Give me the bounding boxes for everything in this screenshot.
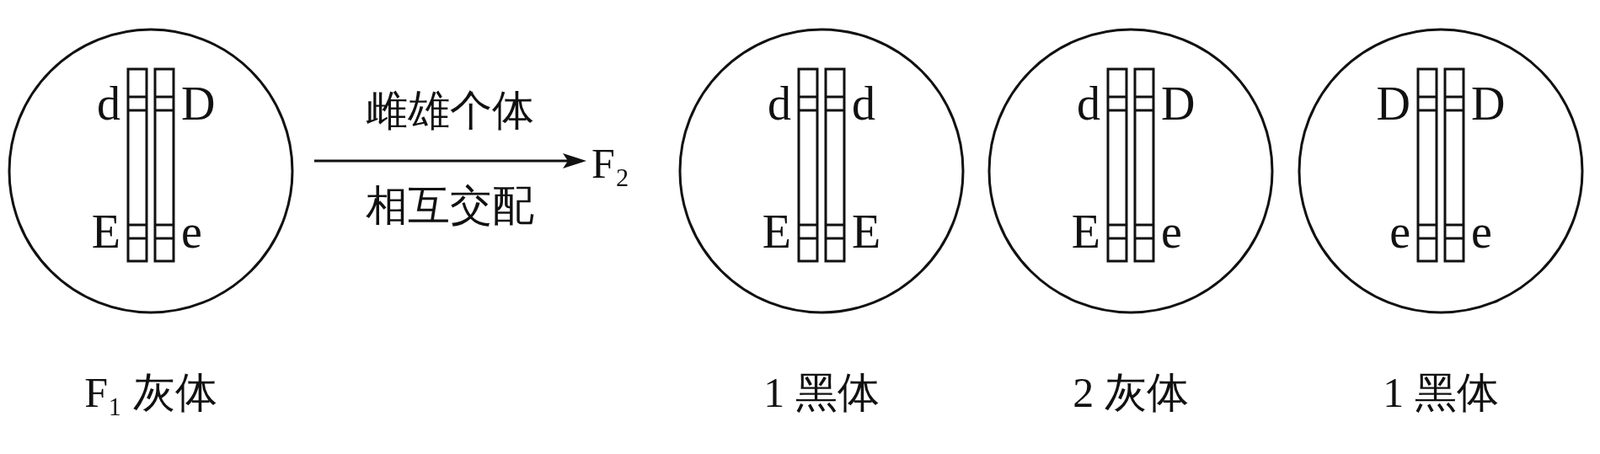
allele-label: E bbox=[762, 208, 792, 256]
arrow-head bbox=[562, 153, 587, 169]
phenotype-caption: 1 黑体 bbox=[763, 371, 880, 414]
allele-label: D bbox=[1376, 80, 1411, 128]
cross-arrow bbox=[314, 160, 573, 163]
cell-circle: DDee1 黑体 bbox=[1297, 27, 1584, 315]
arrow-label: 雌雄个体 bbox=[365, 89, 535, 132]
allele-label: D bbox=[181, 80, 215, 128]
circle-outline bbox=[7, 27, 295, 315]
chromosome-pair bbox=[1107, 69, 1154, 262]
allele-label: d bbox=[851, 80, 876, 128]
allele-label: E bbox=[1071, 208, 1101, 256]
allele-label: D bbox=[1161, 80, 1195, 128]
cell-circle: ddEE1 黑体 bbox=[678, 27, 965, 315]
allele-label: e bbox=[1389, 208, 1411, 256]
cell-circle: dDEe2 灰体 bbox=[987, 27, 1274, 315]
phenotype-caption: 2 灰体 bbox=[1072, 371, 1189, 414]
circle-outline bbox=[987, 27, 1274, 315]
allele-label: E bbox=[91, 208, 121, 256]
generation-label: F₂ bbox=[591, 142, 630, 185]
phenotype-caption: 1 黑体 bbox=[1382, 371, 1499, 414]
allele-label: d bbox=[767, 80, 792, 128]
cell-circle: dDEeF₁ 灰体 bbox=[7, 27, 295, 315]
phenotype-caption: F₁ 灰体 bbox=[84, 371, 218, 414]
circle-outline bbox=[1297, 27, 1584, 315]
chromosome-pair bbox=[128, 69, 174, 262]
allele-label: d bbox=[1076, 80, 1101, 128]
circle-outline bbox=[678, 27, 965, 315]
allele-label: e bbox=[1161, 208, 1183, 256]
allele-label: E bbox=[851, 208, 881, 256]
allele-label: e bbox=[181, 208, 203, 256]
chromosome-pair bbox=[1418, 69, 1464, 262]
allele-label: D bbox=[1471, 80, 1505, 128]
allele-label: e bbox=[1471, 208, 1493, 256]
arrow-label: 相互交配 bbox=[365, 184, 535, 227]
chromosome-pair bbox=[798, 69, 845, 262]
allele-label: d bbox=[96, 80, 121, 128]
